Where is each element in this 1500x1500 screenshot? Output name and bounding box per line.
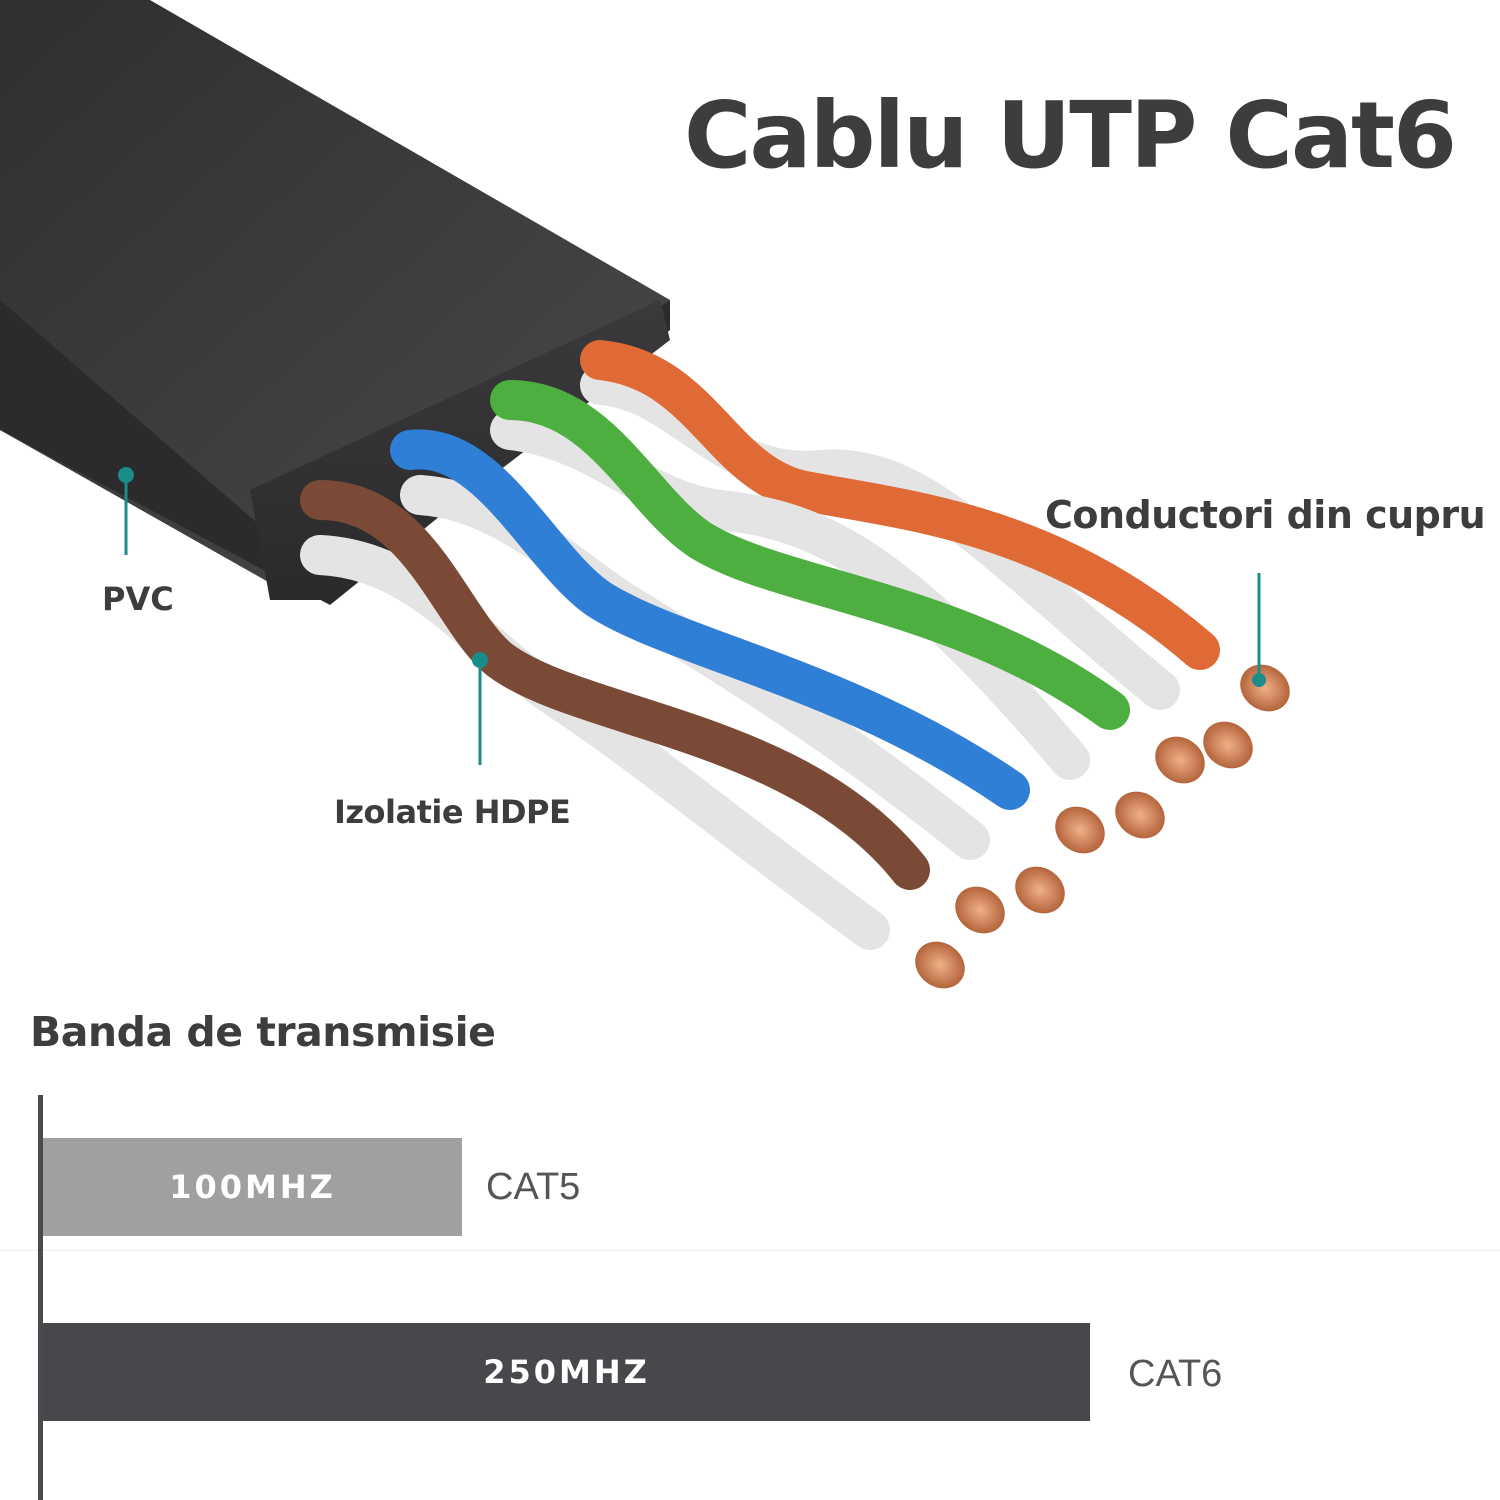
twisted-pairs — [300, 340, 1220, 950]
callout-label-copper: Conductori din cupru — [1045, 493, 1486, 537]
bar-value-label-cat6: 250MHZ — [483, 1353, 650, 1391]
copper-end-7 — [955, 886, 1005, 934]
copper-end-2 — [1203, 721, 1253, 769]
wire-green — [490, 380, 1130, 730]
wire-brown — [300, 480, 930, 890]
row-separator — [0, 1250, 1500, 1251]
callout-dot-pvc — [118, 467, 134, 483]
bar-cat6: 250MHZ — [43, 1323, 1090, 1421]
copper-conductors — [915, 664, 1290, 989]
copper-end-1 — [1240, 664, 1290, 712]
wire-blue — [390, 429, 1030, 810]
copper-end-8 — [915, 941, 965, 989]
cable-illustration — [0, 0, 1290, 989]
copper-end-4 — [1115, 791, 1165, 839]
bar-category-cat5: CAT5 — [486, 1166, 581, 1208]
bar-cat5: 100MHZ — [43, 1138, 462, 1236]
page-title: Cablu UTP Cat6 — [684, 82, 1457, 189]
callout-label-pvc: PVC — [102, 580, 174, 618]
bar-value-label-cat5: 100MHZ — [169, 1168, 336, 1206]
callout-dot-copper — [1252, 673, 1266, 687]
wire-orange — [580, 340, 1220, 670]
copper-end-6 — [1015, 866, 1065, 914]
bar-category-cat6: CAT6 — [1128, 1353, 1223, 1395]
copper-end-3 — [1155, 736, 1205, 784]
callout-dot-hdpe — [472, 652, 488, 668]
copper-end-5 — [1055, 806, 1105, 854]
callout-label-hdpe: Izolatie HDPE — [334, 793, 571, 831]
chart-axis — [38, 1095, 43, 1500]
chart-title: Banda de transmisie — [30, 1008, 496, 1056]
callout-lines — [118, 467, 1266, 765]
